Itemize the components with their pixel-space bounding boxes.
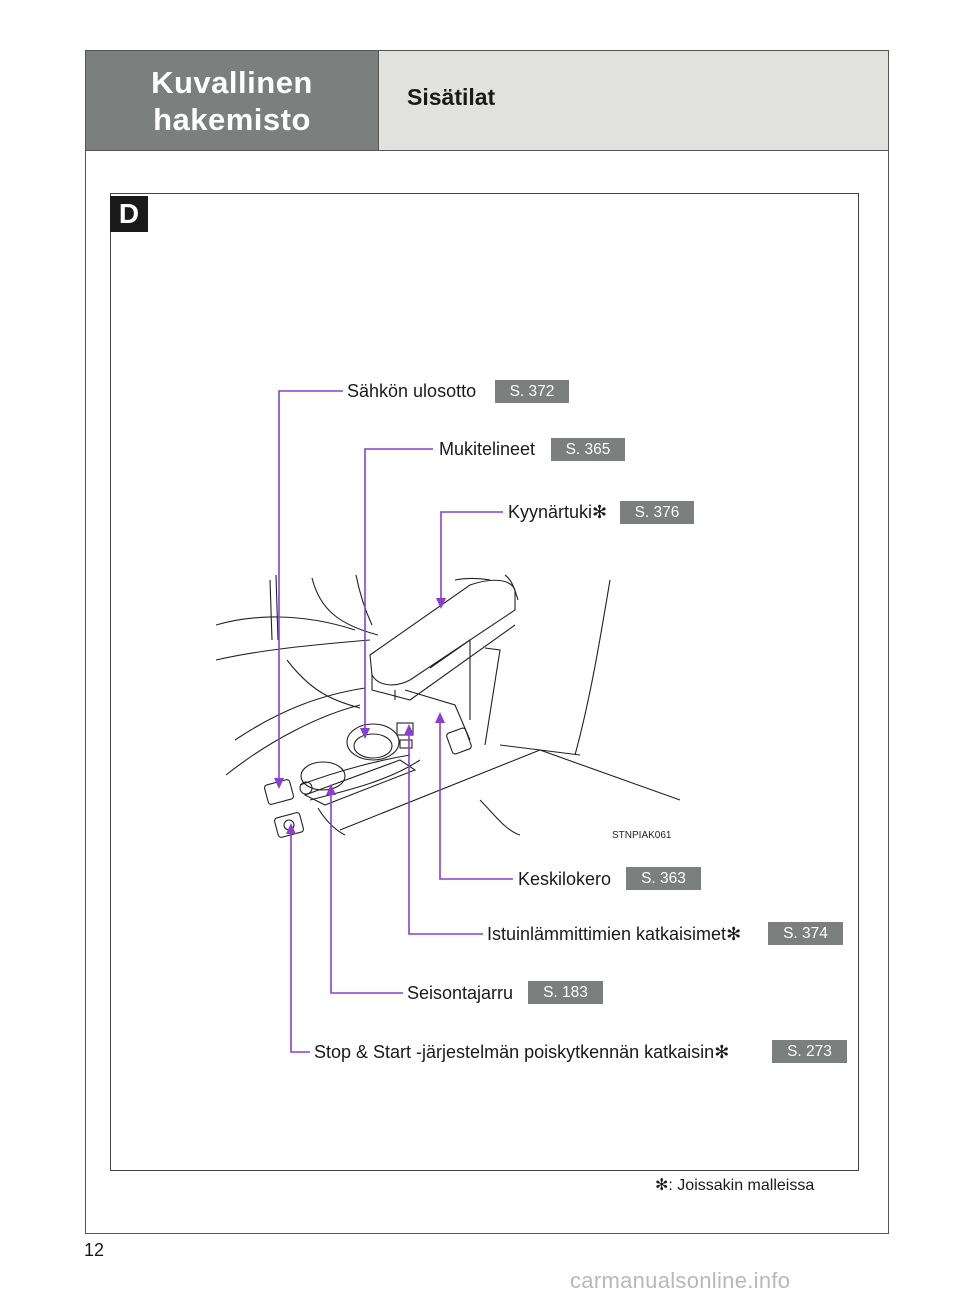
footnote: ✻: Joissakin malleissa <box>655 1177 815 1194</box>
callout-label-stop-start-switch: Stop & Start -järjestelmän poiskytkennän… <box>314 1042 730 1062</box>
page-ref-center-console[interactable]: S. 363 <box>626 867 701 890</box>
callout-label-armrest: Kyynärtuki✻ <box>508 502 608 522</box>
page-ref-parking-brake[interactable]: S. 183 <box>528 981 603 1004</box>
leader-armrest <box>440 511 503 603</box>
leader-seat-heater <box>408 730 483 935</box>
section-title-line1: Kuvallinen <box>151 64 313 100</box>
page-ref-armrest[interactable]: S. 376 <box>620 501 694 524</box>
console-drawing <box>215 574 681 838</box>
leader-power-outlet <box>278 390 343 782</box>
page-number: 12 <box>84 1240 105 1260</box>
page-ref-stop-start-switch[interactable]: S. 273 <box>772 1040 847 1063</box>
page-title: Sisätilat <box>407 84 496 110</box>
leader-lines <box>278 390 513 1053</box>
page-header: Sisätilat <box>378 51 888 150</box>
leader-arrowheads <box>274 598 446 834</box>
page-ref-power-outlet[interactable]: S. 372 <box>495 380 569 403</box>
callout-label-parking-brake: Seisontajarru <box>407 983 514 1003</box>
page-ref-seat-heater-switches[interactable]: S. 374 <box>768 922 843 945</box>
callout-label-seat-heater-switches: Istuinlämmittimien katkaisimet✻ <box>487 924 742 944</box>
page-ref-cup-holders[interactable]: S. 365 <box>551 438 625 461</box>
callout-label-center-console: Keskilokero <box>518 869 612 889</box>
section-title-tab: Kuvallinen hakemisto <box>86 51 378 150</box>
leader-cup-holders <box>364 448 433 732</box>
leader-center-console <box>439 718 513 880</box>
watermark: carmanualsonline.info <box>570 1268 791 1293</box>
illustration-frame <box>110 193 859 1171</box>
leader-stop-start <box>290 830 310 1053</box>
header-rule <box>86 150 888 151</box>
figure-code: STNPIAK061 <box>612 830 672 841</box>
callout-label-cup-holders: Mukitelineet <box>439 439 536 459</box>
leader-parking-brake <box>330 790 403 994</box>
section-title-line2: hakemisto <box>153 101 311 137</box>
callout-label-power-outlet: Sähkön ulosotto <box>347 381 477 401</box>
section-badge: D <box>110 196 148 232</box>
page-frame <box>85 50 889 1234</box>
